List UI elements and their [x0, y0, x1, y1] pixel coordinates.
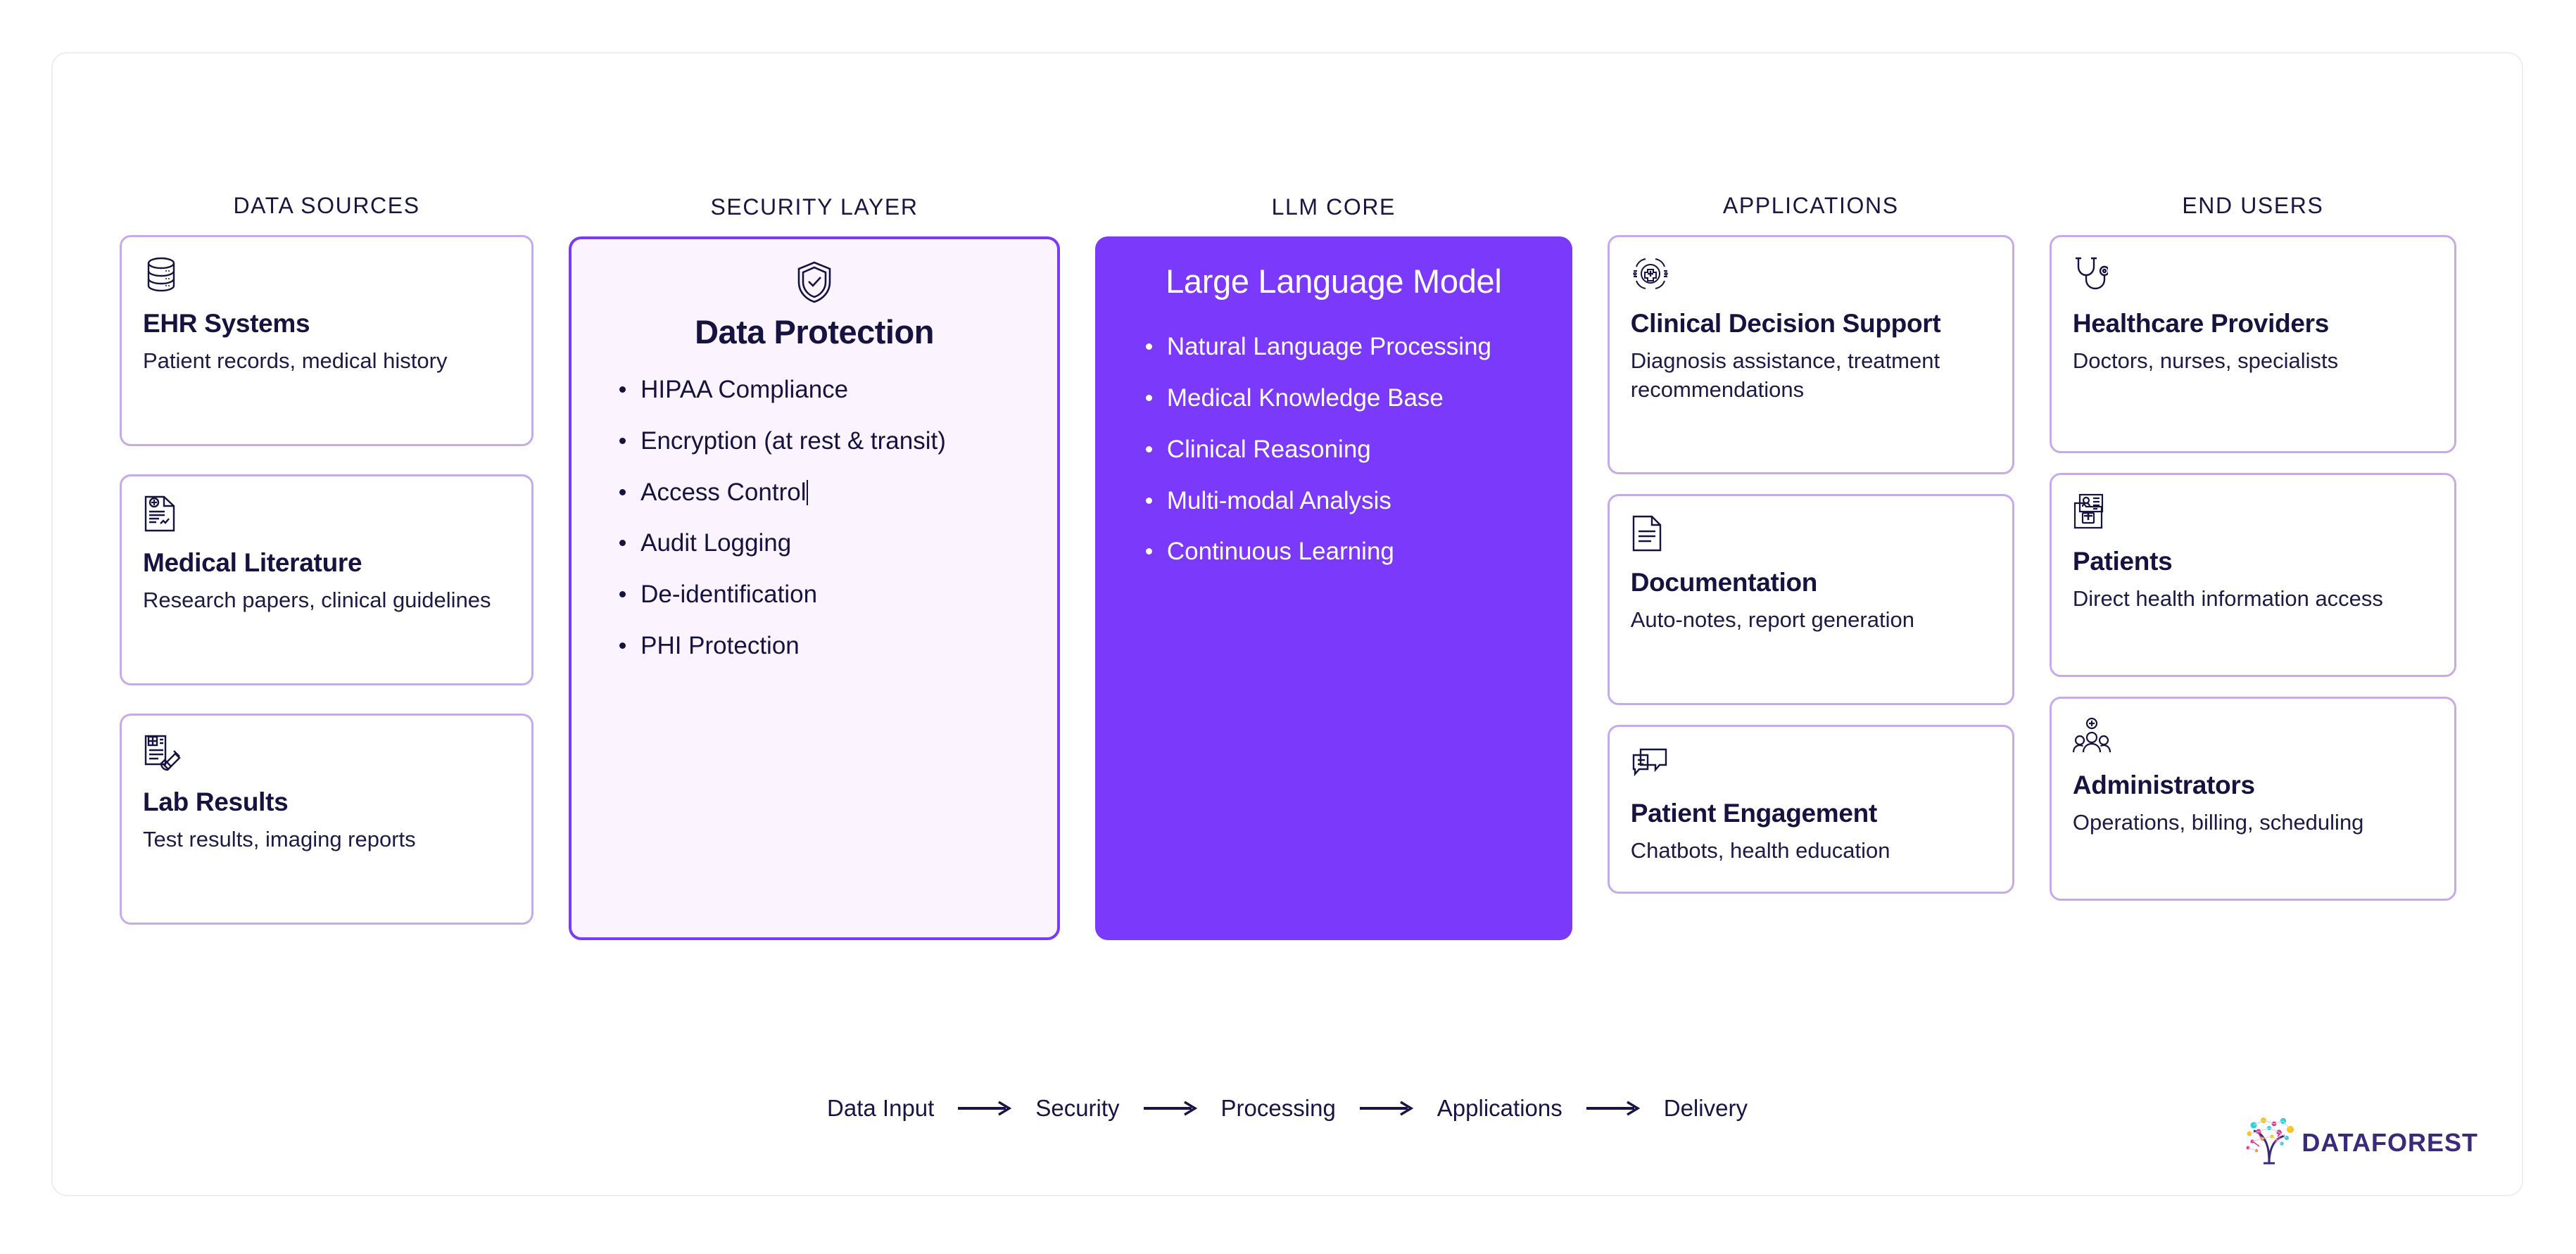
flow-step-data-input: Data Input [827, 1095, 935, 1121]
card-description: Diagnosis assistance, treatment recommen… [1630, 348, 1940, 403]
list-item: Clinical Reasoning [1144, 432, 1541, 468]
column-title-data-sources: DATA SOURCES [233, 193, 420, 218]
card-title: Medical Literature [143, 548, 362, 577]
list-item-label: Audit Logging [640, 529, 792, 557]
column-end-users: END USERS Healthcare Providers Doctors, [2049, 191, 2456, 901]
text-cursor [807, 479, 809, 505]
column-title-llm-core: LLM CORE [1271, 194, 1396, 220]
card-title: Patients [2072, 547, 2173, 576]
list-item-label: De-identification [640, 581, 818, 609]
card-administrators[interactable]: Administrators Operations, billing, sche… [2049, 697, 2456, 901]
list-item: De-identification [618, 577, 1029, 613]
list-item: HIPAA Compliance [618, 372, 1029, 408]
card-list-end-users: Healthcare Providers Doctors, nurses, sp… [2049, 235, 2456, 901]
list-item-label: Access Control [640, 478, 807, 506]
flow-arrow-icon [1124, 1100, 1217, 1117]
card-ehr-systems[interactable]: EHR Systems Patient records, medical his… [120, 235, 534, 446]
card-description: Chatbots, health education [1630, 838, 1890, 863]
card-title: Healthcare Providers [2072, 309, 2330, 338]
column-applications: APPLICATIONS [1607, 191, 2014, 894]
flow-step-applications: Applications [1437, 1095, 1562, 1121]
list-item-label: PHI Protection [640, 631, 800, 659]
card-large-language-model[interactable]: Large Language Model Natural Language Pr… [1094, 236, 1572, 940]
flow-step-delivery: Delivery [1663, 1095, 1748, 1121]
admin-group-icon [2072, 717, 2433, 756]
llm-capability-list: Natural Language Processing Medical Know… [1126, 329, 1541, 570]
card-documentation[interactable]: Documentation Auto-notes, report generat… [1607, 494, 2014, 705]
list-item: Audit Logging [618, 526, 1029, 562]
card-title: Documentation [1630, 568, 1818, 597]
logo-wordmark: DATAFOREST [2302, 1127, 2478, 1157]
column-title-applications: APPLICATIONS [1722, 193, 1899, 218]
list-item-label: Encryption (at rest & transit) [640, 426, 946, 455]
card-title: EHR Systems [143, 309, 310, 338]
document-icon [1631, 514, 1991, 554]
patient-folder-icon [2073, 493, 2433, 533]
list-item: Natural Language Processing [1144, 329, 1541, 365]
card-description: Doctors, nurses, specialists [2072, 348, 2339, 374]
card-description: Patient records, medical history [143, 348, 448, 374]
list-item: Multi-modal Analysis [1144, 483, 1541, 519]
card-healthcare-providers[interactable]: Healthcare Providers Doctors, nurses, sp… [2049, 235, 2456, 453]
card-title: Clinical Decision Support [1630, 309, 1941, 338]
diagram-frame: DATA SOURCES [51, 52, 2523, 1196]
card-description: Test results, imaging reports [143, 827, 416, 852]
chat-bubbles-icon [1631, 745, 1991, 785]
database-icon [143, 255, 510, 295]
list-item: Continuous Learning [1144, 534, 1541, 570]
card-title: Lab Results [143, 787, 289, 816]
column-security-layer: SECURITY LAYER Data Protection HIPAA Com… [569, 191, 1060, 940]
flow-arrow-icon [938, 1100, 1031, 1117]
clinical-support-icon [1631, 255, 1991, 295]
list-item: Encryption (at rest & transit) [618, 424, 1029, 460]
column-title-security-layer: SECURITY LAYER [710, 194, 918, 220]
list-item-label: HIPAA Compliance [640, 376, 849, 404]
card-patient-engagement[interactable]: Patient Engagement Chatbots, health educ… [1607, 725, 2014, 894]
card-clinical-decision-support[interactable]: Clinical Decision Support Diagnosis assi… [1607, 235, 2014, 474]
card-description: Direct health information access [2072, 586, 2383, 612]
flow-step-processing: Processing [1220, 1095, 1336, 1121]
flow-arrow-icon [1340, 1100, 1433, 1117]
card-description: Research papers, clinical guidelines [143, 588, 491, 613]
flow-arrow-icon [1567, 1100, 1660, 1117]
dataforest-logo: DATAFOREST [2242, 1115, 2478, 1170]
lab-test-icon [143, 734, 510, 773]
card-title: Administrators [2072, 771, 2255, 799]
card-title: Patient Engagement [1630, 799, 1878, 828]
card-medical-literature[interactable]: Medical Literature Research papers, clin… [120, 474, 534, 685]
card-description: Operations, billing, scheduling [2072, 810, 2364, 835]
process-flow: Data Input Security Processing Applicati… [53, 1095, 2522, 1122]
column-data-sources: DATA SOURCES [120, 191, 534, 925]
card-data-protection[interactable]: Data Protection HIPAA Compliance Encrypt… [569, 236, 1060, 940]
diagram-columns: DATA SOURCES [120, 191, 2456, 940]
card-description: Auto-notes, report generation [1630, 607, 1914, 633]
list-item: PHI Protection [618, 628, 1029, 664]
card-patients[interactable]: Patients Direct health information acces… [2049, 473, 2456, 677]
flow-step-security: Security [1035, 1095, 1120, 1121]
column-title-end-users: END USERS [2182, 193, 2324, 218]
card-title: Data Protection [695, 313, 934, 350]
list-item: Medical Knowledge Base [1144, 381, 1541, 417]
card-title: Large Language Model [1166, 262, 1502, 300]
stethoscope-icon [2073, 255, 2433, 295]
column-llm-core: LLM CORE Large Language Model Natural La… [1094, 191, 1572, 940]
list-item: Access Control [618, 475, 1029, 511]
card-lab-results[interactable]: Lab Results Test results, imaging report… [120, 714, 534, 925]
card-list-applications: Clinical Decision Support Diagnosis assi… [1607, 235, 2014, 894]
security-feature-list: HIPAA Compliance Encryption (at rest & t… [600, 372, 1029, 664]
shield-check-icon [600, 260, 1029, 308]
medical-document-icon [143, 495, 510, 534]
card-list-data-sources: EHR Systems Patient records, medical his… [120, 235, 534, 925]
dataforest-tree-icon [2242, 1115, 2297, 1170]
